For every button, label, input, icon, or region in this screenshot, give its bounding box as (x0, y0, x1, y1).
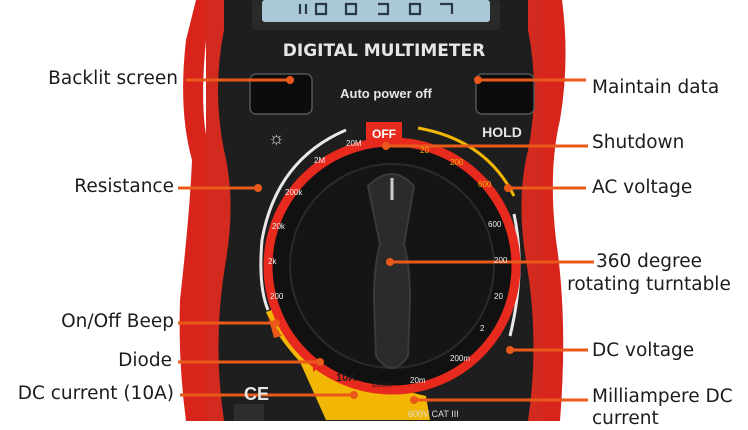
lcd-screen (262, 0, 490, 22)
dial-mark: 20 (494, 292, 503, 301)
dial-knob[interactable] (366, 173, 416, 369)
label-on-off-beep: On/Off Beep (61, 311, 174, 332)
hold-button[interactable] (475, 73, 535, 115)
label-backlit-screen: Backlit screen (48, 68, 178, 89)
ce-mark: CE (244, 384, 270, 404)
dial-mark: 20M (346, 139, 362, 148)
device-title: DIGITAL MULTIMETER (282, 41, 486, 61)
label-turntable: 360 degree rotating turntable (567, 251, 731, 296)
dial-mark: 200k (285, 188, 303, 197)
dial-mark: 600 (488, 220, 502, 229)
dial-mark: 20k (272, 222, 285, 231)
multimeter-illustration: ☼ (178, 0, 594, 421)
dial-mark: 10A (336, 372, 357, 384)
hold-label: HOLD (482, 124, 522, 140)
dial-mark: 200m (372, 380, 393, 389)
dial-mark: 2 (480, 324, 485, 333)
label-ac-voltage: AC voltage (592, 177, 693, 198)
callout-lines (178, 78, 594, 402)
label-shutdown: Shutdown (592, 132, 685, 153)
dial-mark: 200 (270, 292, 284, 301)
off-label: OFF (372, 127, 396, 141)
sun-icon: ☼ (268, 128, 285, 148)
lcd-digits (298, 2, 454, 16)
label-maintain-data: Maintain data (592, 77, 720, 98)
auto-power-off-label: Auto power off (340, 86, 432, 101)
dial-mark: 200 (450, 158, 464, 167)
label-dc-voltage: DC voltage (592, 340, 695, 361)
callout-dots (254, 76, 514, 404)
label-resistance: Resistance (74, 176, 174, 197)
label-dc-current: DC current (10A) (17, 383, 174, 404)
dial-mark: 20 (420, 146, 429, 155)
ma-jack-label: mA (380, 406, 398, 418)
dial-mark: 200m (450, 354, 471, 363)
label-milliampere: Milliampere DC current (592, 386, 733, 430)
dial-mark: 2k (268, 257, 277, 266)
label-diode: Diode (118, 350, 172, 371)
jack-label: 600V CAT III (408, 409, 459, 419)
dial-mark: 600 (478, 180, 492, 189)
dial-mark: 2M (314, 156, 326, 165)
dial-mark: 200 (494, 256, 508, 265)
dial-mark: 20m (410, 376, 426, 385)
backlight-button[interactable] (249, 73, 313, 115)
com-jack (234, 404, 264, 421)
resistance-arc (259, 128, 347, 311)
